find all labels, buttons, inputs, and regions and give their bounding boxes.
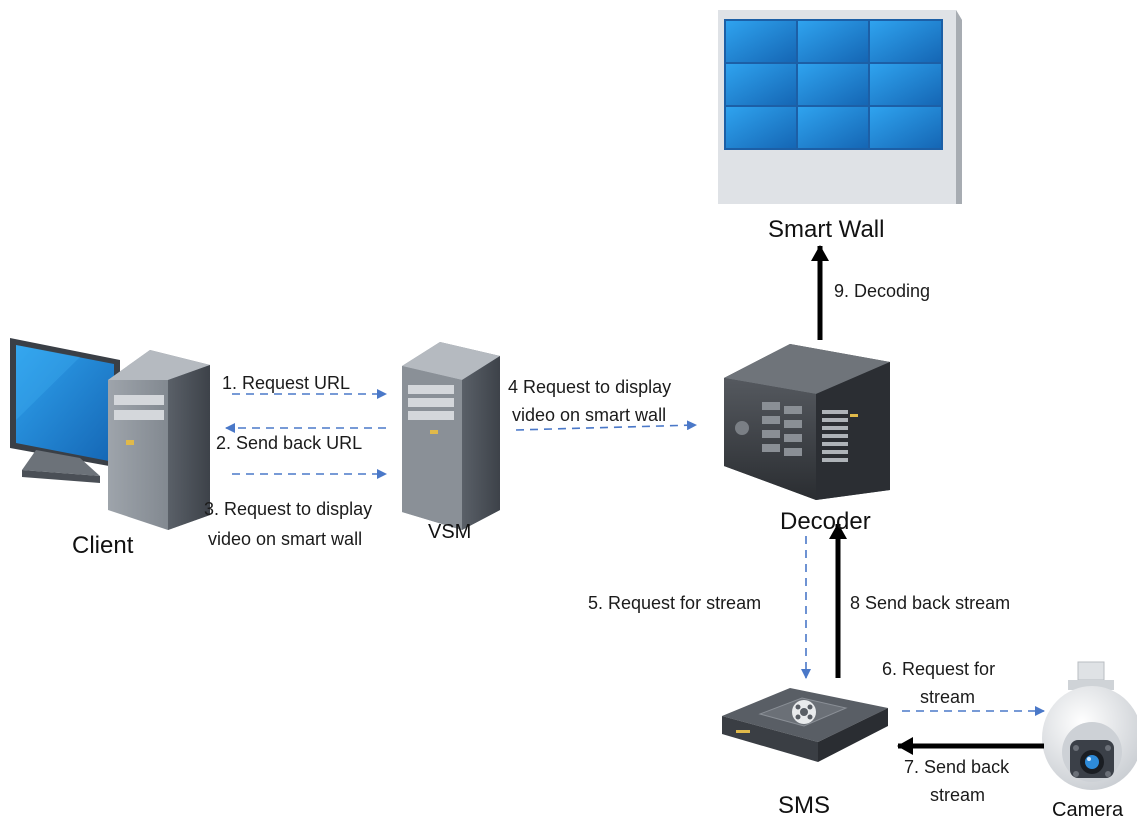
decoder-label: Decoder (780, 508, 871, 535)
ptz-dome-camera-icon (1042, 661, 1137, 790)
arrow-step-4 (515, 420, 697, 431)
step-3-label-line1: 3. Request to display (204, 499, 373, 519)
step-8-label: 8 Send back stream (850, 593, 1011, 613)
video-wall-icon (718, 10, 962, 204)
client-label: Client (72, 532, 134, 559)
step-3-label-line2: video on smart wall (208, 529, 363, 549)
step-6-label-line1: 6. Request for (882, 659, 996, 679)
step-5-label: 5. Request for stream (588, 593, 762, 613)
camera-label: Camera (1052, 799, 1124, 821)
step-7-label-line2: stream (930, 785, 986, 805)
step-9-label: 9. Decoding (834, 281, 931, 301)
sms-label: SMS (778, 792, 831, 819)
media-server-icon (722, 688, 888, 762)
step-4-label-line2: video on smart wall (512, 405, 667, 425)
step-2-label: 2. Send back URL (216, 433, 363, 453)
step-4-label-line1: 4 Request to display (508, 377, 672, 397)
step-7-label-line1: 7. Send back (904, 757, 1010, 777)
rack-decoder-icon (724, 344, 890, 500)
step-6-label-line2: stream (920, 687, 976, 707)
step-1-label: 1. Request URL (222, 373, 351, 393)
tower-server-icon (402, 342, 500, 530)
desktop-computer-icon (10, 338, 210, 530)
vsm-label: VSM (428, 521, 472, 543)
smart-wall-label: Smart Wall (768, 216, 885, 243)
